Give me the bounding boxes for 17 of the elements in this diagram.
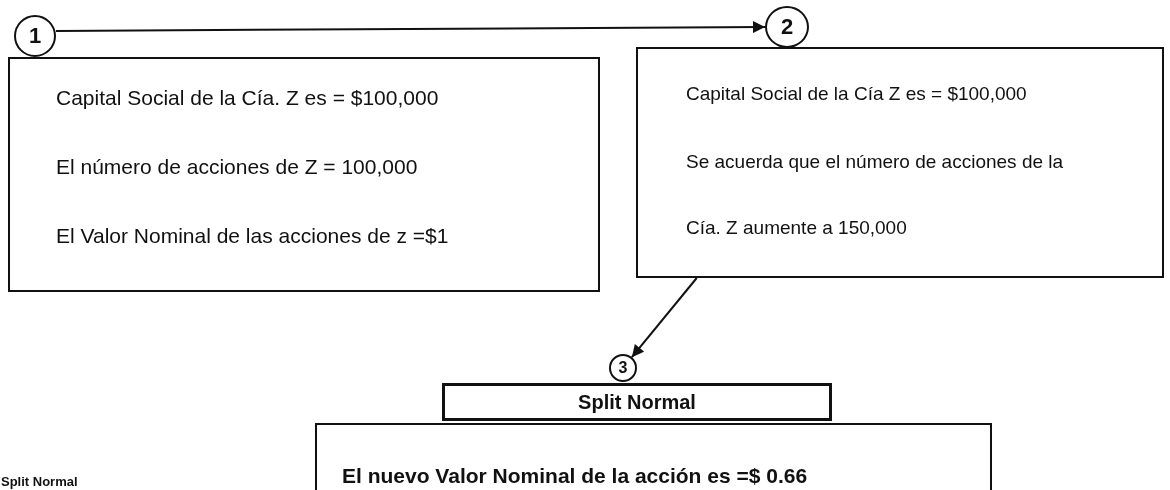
arrow — [630, 277, 698, 359]
number-circle: 1 — [14, 15, 56, 57]
caption-text: Split Normal — [1, 474, 78, 489]
number-circle: 2 — [765, 6, 809, 48]
info-box — [315, 423, 992, 490]
statement-text: Capital Social de la Cía. Z es = $100,000 — [56, 85, 439, 111]
statement-text: El número de acciones de Z = 100,000 — [56, 154, 418, 180]
statement-text: Split Normal — [578, 390, 696, 414]
info-box — [636, 47, 1164, 278]
statement-text: El Valor Nominal de las acciones de z =$1 — [56, 223, 449, 249]
number-circle: 3 — [609, 354, 637, 382]
statement-text: Capital Social de la Cía Z es = $100,000 — [686, 83, 1027, 106]
title-box — [442, 383, 832, 421]
statement-text: Se acuerda que el número de acciones de la Cía. Z aumente a 150,000 — [686, 149, 1065, 240]
info-box — [8, 57, 600, 292]
statement-text: El nuevo Valor Nominal de la acción es =$ 0.66 — [342, 463, 808, 489]
arrow — [55, 21, 766, 34]
